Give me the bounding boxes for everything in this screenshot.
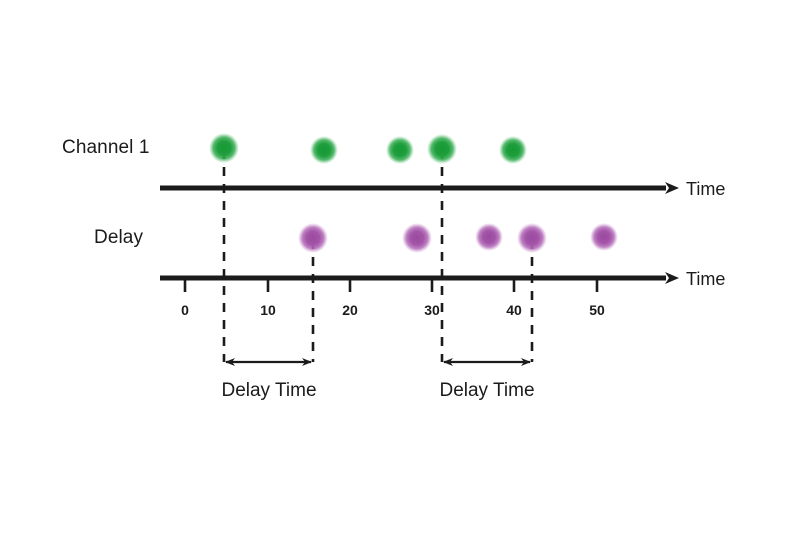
time-axis-label-top: Time <box>686 179 726 199</box>
delay-event-dots <box>298 223 618 253</box>
delay-dot <box>402 223 432 253</box>
delay-dot <box>517 223 547 253</box>
channel1-dot <box>310 136 338 164</box>
channel1-event-dots <box>209 133 527 164</box>
delay-row-label: Delay <box>94 227 144 248</box>
channel1-row-label: Channel 1 <box>62 137 150 158</box>
x-tick-marks <box>183 280 599 292</box>
delay-dot <box>298 223 328 253</box>
x-tick-label-10: 10 <box>260 302 276 318</box>
delay-dot <box>475 223 503 251</box>
x-tick-label-20: 20 <box>342 302 358 318</box>
channel1-dot <box>386 136 414 164</box>
x-tick-label-30: 30 <box>424 302 440 318</box>
time-axis-label-bottom: Time <box>686 269 726 289</box>
channel1-dot <box>209 133 239 163</box>
x-tick-label-50: 50 <box>589 302 605 318</box>
delay-time-annotation-left: Delay Time <box>221 380 317 401</box>
delay-dot <box>590 223 618 251</box>
channel1-dot <box>427 134 457 164</box>
x-tick-label-40: 40 <box>506 302 522 318</box>
x-tick-label-0: 0 <box>181 302 189 318</box>
guide-lines <box>222 150 534 362</box>
channel1-dot <box>499 136 527 164</box>
delay-time-annotation-right: Delay Time <box>439 380 535 401</box>
